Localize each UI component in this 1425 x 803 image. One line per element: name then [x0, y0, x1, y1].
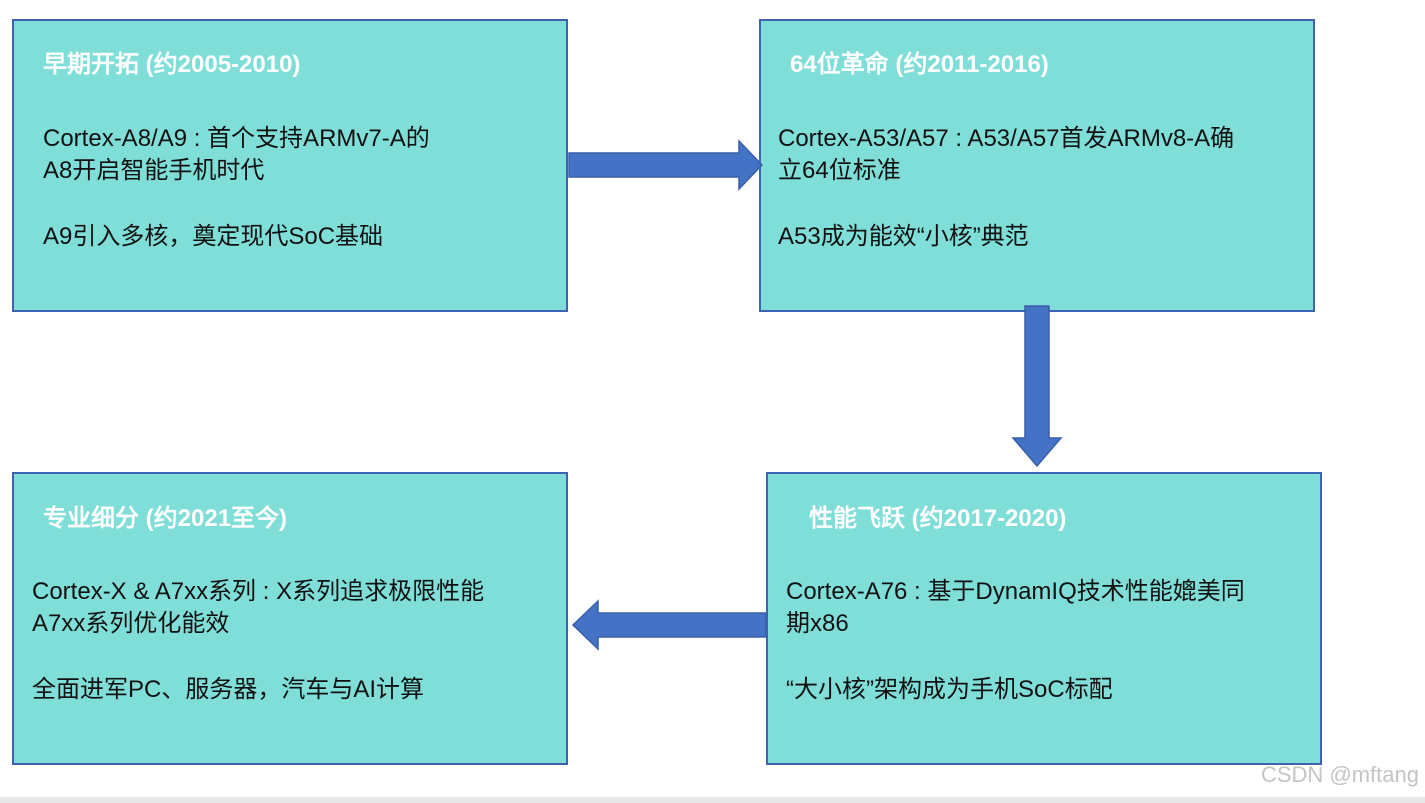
stage-line: Cortex-X & A7xx系列 : X系列追求极限性能: [32, 578, 485, 605]
stage-title: 64位革命 (约2011-2016): [790, 51, 1049, 78]
stage-line: Cortex-A76 : 基于DynamIQ技术性能媲美同: [786, 578, 1245, 605]
stage-line: 全面进军PC、服务器，汽车与AI计算: [32, 676, 425, 703]
stage-box-specialization: 专业细分 (约2021至今) Cortex-X & A7xx系列 : X系列追求…: [12, 472, 568, 765]
stage-line: 立64位标准: [778, 157, 901, 184]
stage-line: A7xx系列优化能效: [32, 610, 230, 637]
stage-line: 期x86: [786, 610, 849, 637]
stage-title: 早期开拓 (约2005-2010): [43, 51, 301, 78]
stage-line: A8开启智能手机时代: [43, 157, 265, 184]
stage-line: Cortex-A8/A9 : 首个支持ARMv7-A的: [43, 125, 430, 152]
watermark: CSDN @mftang: [1260, 762, 1419, 787]
arrow-down-icon: [1011, 305, 1063, 468]
stage-line: A53成为能效“小核”典范: [778, 223, 1029, 250]
stage-title: 专业细分 (约2021至今): [43, 505, 288, 532]
stage-box-performance: 性能飞跃 (约2017-2020) Cortex-A76 : 基于DynamIQ…: [766, 472, 1322, 765]
bottom-divider: [0, 797, 1425, 803]
arrow-right-icon: [568, 139, 764, 191]
stage-box-early: 早期开拓 (约2005-2010) Cortex-A8/A9 : 首个支持ARM…: [12, 19, 568, 312]
stage-line: “大小核”架构成为手机SoC标配: [786, 676, 1113, 703]
stage-line: A9引入多核，奠定现代SoC基础: [43, 223, 384, 250]
stage-line: Cortex-A53/A57 : A53/A57首发ARMv8-A确: [778, 125, 1235, 152]
stage-box-64bit: 64位革命 (约2011-2016) Cortex-A53/A57 : A53/…: [759, 19, 1315, 312]
arrow-left-icon: [571, 599, 767, 651]
stage-title: 性能飞跃 (约2017-2020): [809, 505, 1067, 532]
